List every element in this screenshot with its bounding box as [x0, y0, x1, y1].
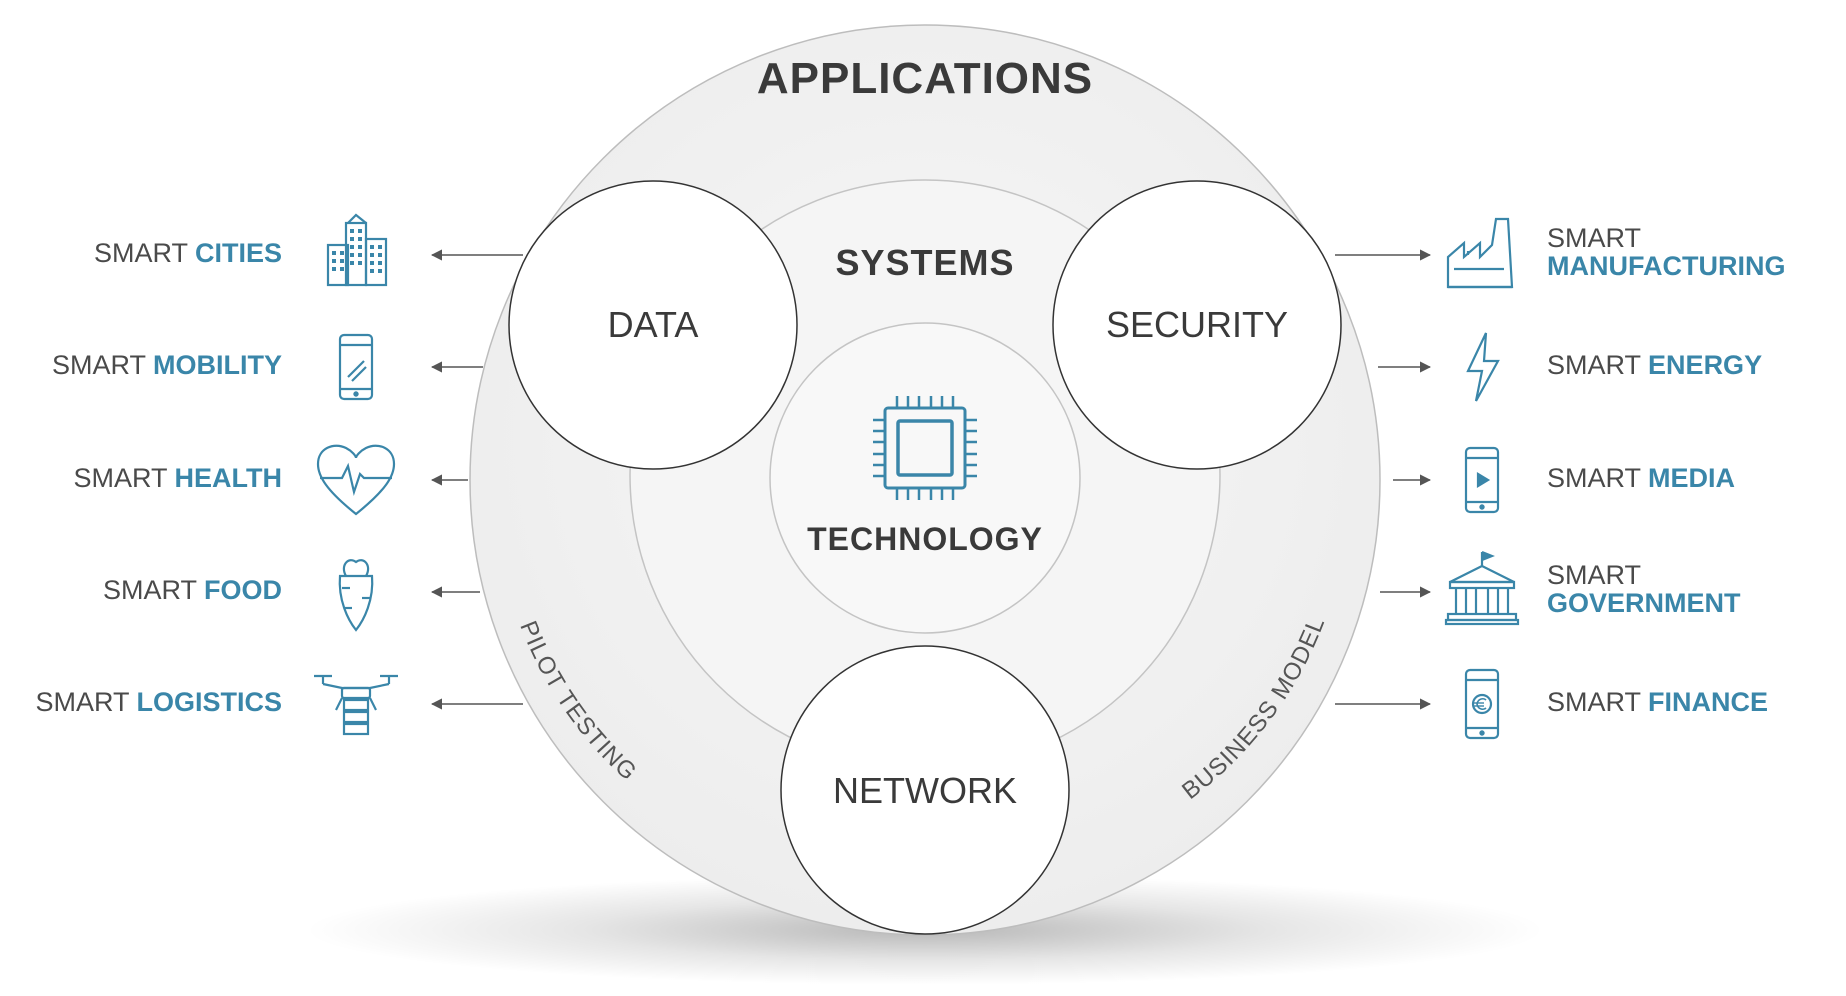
right-label-government: SMART GOVERNMENT: [1547, 560, 1741, 618]
label-name: CITIES: [195, 238, 282, 268]
label-prefix: SMART: [1547, 687, 1641, 717]
label-prefix: SMART: [1547, 463, 1641, 493]
city-buildings-icon: [326, 213, 388, 287]
drone-delivery-icon: [314, 674, 398, 736]
right-label-manufacturing: SMART MANUFACTURING: [1547, 223, 1785, 281]
left-label-cities: SMART CITIES: [94, 238, 282, 268]
smartphone-icon: [338, 333, 374, 401]
label-name: HEALTH: [175, 463, 283, 493]
label-prefix: SMART: [1547, 350, 1641, 380]
government-building-icon: [1444, 550, 1520, 626]
label-prefix: SMART: [94, 238, 188, 268]
right-arrows: [1335, 249, 1432, 710]
node-circle-network: [780, 645, 1070, 935]
label-prefix: SMART: [103, 575, 197, 605]
technology-label: TECHNOLOGY: [807, 521, 1043, 557]
label-prefix: SMART: [1547, 223, 1641, 253]
factory-icon: [1446, 217, 1514, 289]
node-circle-security: [1052, 180, 1342, 470]
label-name: FINANCE: [1648, 687, 1768, 717]
phone-euro-icon: [1464, 668, 1500, 740]
right-label-energy: SMART ENERGY: [1547, 350, 1762, 380]
right-label-media: SMART MEDIA: [1547, 463, 1735, 493]
left-arrows: [430, 249, 523, 710]
label-name: LOGISTICS: [136, 687, 282, 717]
left-label-mobility: SMART MOBILITY: [52, 350, 282, 380]
applications-label: APPLICATIONS: [757, 54, 1093, 103]
node-label-network: NETWORK: [833, 770, 1017, 811]
heart-pulse-icon: [316, 444, 396, 516]
label-prefix: SMART: [1547, 560, 1641, 590]
inner-circle-technology: [769, 322, 1081, 634]
label-name: MOBILITY: [153, 350, 282, 380]
label-name: ENERGY: [1648, 350, 1762, 380]
carrot-icon: [338, 559, 374, 632]
left-label-food: SMART FOOD: [103, 575, 282, 605]
label-name: MEDIA: [1648, 463, 1735, 493]
node-circle-data: [508, 180, 798, 470]
node-label-security: SECURITY: [1106, 304, 1288, 345]
left-label-logistics: SMART LOGISTICS: [35, 687, 282, 717]
node-label-data: DATA: [608, 304, 699, 345]
label-prefix: SMART: [35, 687, 129, 717]
right-label-finance: SMART FINANCE: [1547, 687, 1768, 717]
label-name: FOOD: [204, 575, 282, 605]
phone-play-icon: [1464, 446, 1500, 514]
systems-label: SYSTEMS: [835, 242, 1014, 283]
label-name: GOVERNMENT: [1547, 588, 1741, 618]
cpu-chip-icon: [873, 396, 977, 500]
left-label-health: SMART HEALTH: [73, 463, 282, 493]
label-prefix: SMART: [52, 350, 146, 380]
label-prefix: SMART: [73, 463, 167, 493]
lightning-bolt-icon: [1466, 332, 1500, 402]
label-name: MANUFACTURING: [1547, 251, 1785, 281]
